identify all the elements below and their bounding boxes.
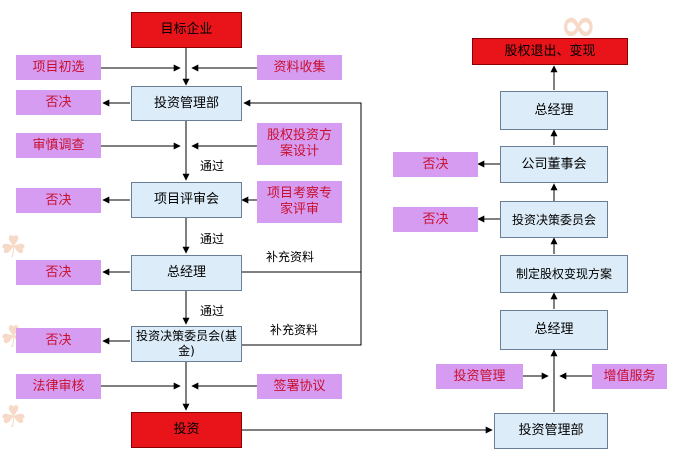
investment-dept-box: 投资管理部 [131,86,242,121]
supplement-label-1: 补充资料 [266,250,315,264]
right-reject-label-2: 否决 [393,207,478,232]
right-reject-label-1: 否决 [393,152,478,177]
reject-label-3: 否决 [16,260,101,285]
equity-plan-label: 股权投资方案设计 [257,123,342,165]
project-review-box: 项目评审会 [131,182,242,218]
reject-label-1: 否决 [16,90,101,115]
data-collection-label: 资料收集 [257,55,342,80]
target-company-box: 目标企业 [131,12,242,48]
general-manager-box: 总经理 [131,255,242,291]
supplement-label-2: 补充资料 [270,323,319,337]
legal-review-label: 法律审核 [16,374,101,399]
value-added-label: 增值服务 [592,364,667,389]
board-box: 公司董事会 [500,146,608,183]
watermark-left-1: ☘ [0,230,27,265]
general-manager-top-box: 总经理 [500,91,608,130]
committee-fund-box: 投资决策委员会(基金) [131,326,242,362]
reject-label-2: 否决 [16,188,101,213]
right-general-manager-box: 总经理 [500,310,608,350]
due-diligence-label: 审慎调查 [16,133,101,158]
pass-label-1: 通过 [200,159,225,173]
expert-review-label: 项目考察专家评审 [257,181,342,223]
equity-exit-box: 股权退出、变现 [472,38,628,65]
investment-mgmt-label: 投资管理 [436,364,523,389]
right-committee-box: 投资决策委员会 [500,201,608,238]
invest-box: 投资 [131,412,242,448]
pass-label-3: 通过 [200,304,225,318]
exit-plan-box: 制定股权变现方案 [500,255,628,293]
sign-agreement-label: 签署协议 [257,374,342,399]
watermark-left-3: ☘ [0,400,27,435]
project-screening-label: 项目初选 [16,55,101,80]
pass-label-2: 通过 [200,232,225,246]
right-investment-dept-box: 投资管理部 [494,413,608,449]
reject-label-4: 否决 [16,328,101,353]
